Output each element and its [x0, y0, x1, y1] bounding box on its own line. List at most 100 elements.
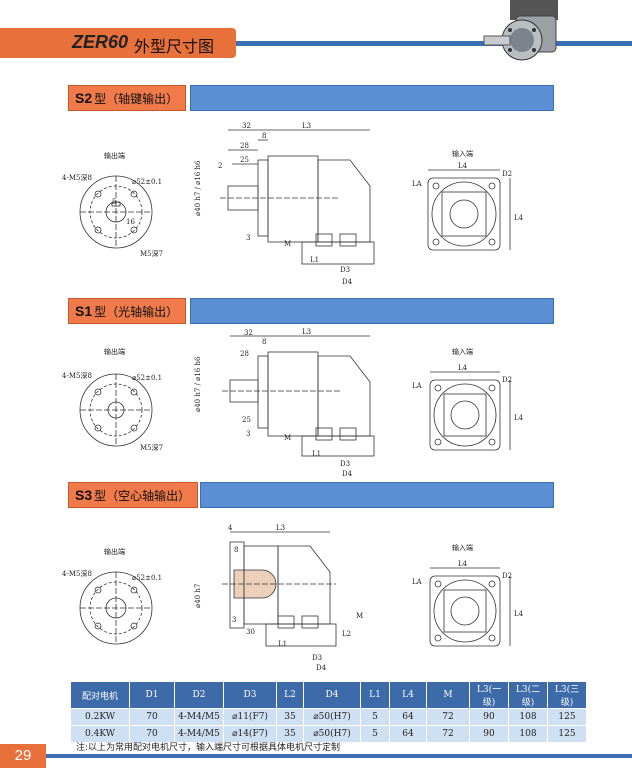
svg-text:D4: D4 [316, 664, 327, 672]
svg-text:4-M5深8: 4-M5深8 [62, 569, 92, 578]
svg-text:M: M [284, 240, 291, 248]
svg-text:M: M [356, 612, 363, 620]
svg-text:L4: L4 [458, 560, 468, 568]
svg-text:16: 16 [126, 218, 135, 226]
drawing-s3: 输出端 4-M5深8 ⌀52±0.1 4 L3 8 3 30 M L1 D3 D… [62, 524, 524, 672]
svg-text:3: 3 [232, 616, 236, 624]
table-cell: 0.2KW [70, 708, 130, 726]
table-cell: 125 [547, 725, 587, 743]
svg-text:32: 32 [244, 329, 253, 337]
svg-text:30: 30 [246, 628, 255, 636]
svg-text:L3: L3 [276, 524, 285, 532]
svg-text:D3: D3 [340, 460, 350, 468]
table-row: 0.2KW 70 4-M4/M5 ⌀11(F7) 35 ⌀50(H7) 5 64… [70, 708, 587, 726]
table-cell: 35 [276, 708, 304, 726]
spec-table: 配对电机 D1 D2 D3 L2 D4 L1 L4 M L3(一级) L3(二级… [70, 681, 587, 743]
gearbox-photo [483, 0, 558, 61]
svg-text:D4: D4 [342, 470, 353, 478]
svg-text:D3: D3 [340, 266, 350, 274]
table-header: L4 [389, 681, 427, 709]
svg-text:L2: L2 [342, 630, 351, 638]
page-number: 29 [0, 744, 46, 768]
svg-text:输出端: 输出端 [104, 347, 125, 356]
svg-text:L3: L3 [302, 328, 311, 336]
svg-text:输入端: 输入端 [452, 149, 473, 158]
table-cell: ⌀14(F7) [223, 725, 277, 743]
svg-text:3: 3 [246, 430, 250, 438]
svg-text:L1: L1 [310, 256, 319, 264]
svg-text:32: 32 [242, 122, 251, 130]
svg-text:M5深7: M5深7 [140, 249, 163, 258]
table-cell: 70 [129, 725, 175, 743]
svg-text:D2: D2 [502, 170, 512, 178]
table-cell: 90 [469, 708, 509, 726]
table-header: M [426, 681, 470, 709]
svg-text:输入端: 输入端 [452, 347, 473, 356]
table-header: 配对电机 [70, 681, 130, 709]
svg-text:L4: L4 [514, 414, 524, 422]
table-header-row: 配对电机 D1 D2 D3 L2 D4 L1 L4 M L3(一级) L3(二级… [70, 681, 587, 709]
svg-text:8: 8 [262, 338, 266, 346]
footer-rule [46, 754, 632, 758]
svg-text:D2: D2 [502, 376, 512, 384]
svg-text:⌀52±0.1: ⌀52±0.1 [132, 374, 162, 382]
drawing-s1: 输出端 4-M5深8 ⌀52±0.1 M5深7 32 8 28 25 3 L3 … [62, 328, 524, 478]
table-cell: ⌀50(H7) [303, 708, 361, 726]
table-cell: 70 [129, 708, 175, 726]
svg-text:4-M5深8: 4-M5深8 [62, 173, 92, 182]
table-cell: 72 [426, 725, 470, 743]
svg-text:⌀40 h7 / ⌀16 h6: ⌀40 h7 / ⌀16 h6 [194, 356, 202, 412]
svg-text:⌀40 h7 / ⌀16 h6: ⌀40 h7 / ⌀16 h6 [194, 160, 202, 216]
svg-text:2: 2 [218, 162, 222, 170]
svg-text:LA: LA [412, 382, 423, 390]
section-bar-s1 [190, 298, 554, 324]
header-band [0, 28, 236, 58]
table-cell: 108 [508, 725, 548, 743]
svg-text:3: 3 [246, 234, 250, 242]
svg-text:L1: L1 [278, 640, 287, 648]
table-cell: 64 [389, 725, 427, 743]
table-cell: 90 [469, 725, 509, 743]
table-cell: ⌀50(H7) [303, 725, 361, 743]
section-bar-s3 [200, 482, 554, 508]
table-cell: 5 [360, 725, 390, 743]
table-cell: ⌀11(F7) [223, 708, 277, 726]
svg-text:L1: L1 [312, 450, 321, 458]
svg-text:M5深7: M5深7 [140, 443, 163, 452]
table-header: L1 [360, 681, 390, 709]
svg-text:L3: L3 [302, 122, 311, 130]
svg-text:5: 5 [112, 198, 116, 206]
svg-text:28: 28 [240, 142, 249, 150]
table-cell: 0.4KW [70, 725, 130, 743]
table-cell: 125 [547, 708, 587, 726]
svg-text:L4: L4 [514, 610, 524, 618]
svg-text:L4: L4 [458, 364, 468, 372]
footnote: 注:以上为常用配对电机尺寸，输入端尺寸可根据具体电机尺寸定制 [76, 743, 341, 753]
svg-text:8: 8 [234, 546, 238, 554]
page-title: 外型尺寸图 [134, 37, 215, 56]
table-header: L3(一级) [469, 681, 509, 709]
svg-text:输出端: 输出端 [104, 547, 125, 556]
table-cell: 72 [426, 708, 470, 726]
table-row: 0.4KW 70 4-M4/M5 ⌀14(F7) 35 ⌀50(H7) 5 64… [70, 725, 587, 743]
table-cell: 108 [508, 708, 548, 726]
model-name: ZER60 [72, 32, 129, 52]
table-header: L3(二级) [508, 681, 548, 709]
table-cell: 4-M4/M5 [174, 725, 224, 743]
svg-text:D4: D4 [342, 278, 353, 286]
svg-text:D2: D2 [502, 572, 512, 580]
svg-text:4: 4 [228, 524, 233, 532]
header-rule [236, 41, 632, 46]
svg-text:⌀52±0.1: ⌀52±0.1 [132, 178, 162, 186]
section-bar-s2 [190, 85, 554, 111]
table-header: L2 [276, 681, 304, 709]
svg-text:8: 8 [262, 132, 266, 140]
svg-text:LA: LA [412, 180, 423, 188]
svg-text:M: M [284, 434, 291, 442]
svg-text:25: 25 [240, 156, 249, 164]
svg-text:⌀52±0.1: ⌀52±0.1 [132, 574, 162, 582]
table-cell: 35 [276, 725, 304, 743]
table-cell: 4-M4/M5 [174, 708, 224, 726]
